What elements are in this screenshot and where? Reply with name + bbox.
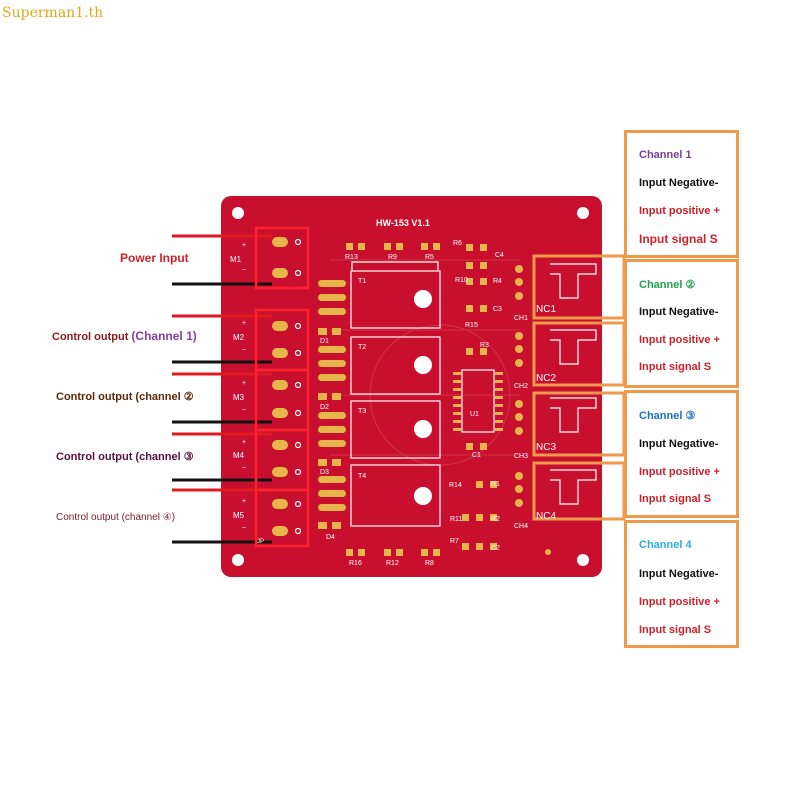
mounting-holes <box>232 207 589 566</box>
legend-ch1-positive: Input positive + <box>639 205 720 217</box>
label-nc2: NC2 <box>536 373 556 384</box>
label-m3: M3 <box>233 393 245 402</box>
label-d4: D4 <box>326 534 335 541</box>
label-nc3: NC3 <box>536 442 556 453</box>
legend-ch1-negative: Input Negative- <box>639 177 719 189</box>
legend-ch1-signal: Input signal S <box>639 232 718 246</box>
label-c1: C1 <box>472 452 481 459</box>
legend-box-channel-1: Channel 1 Input Negative- Input positive… <box>624 130 739 258</box>
label-d2: D2 <box>320 404 329 411</box>
label-r6: R6 <box>453 240 462 247</box>
label-nc4: NC4 <box>536 511 556 522</box>
legend-ch4-positive: Input positive + <box>639 596 720 608</box>
minus-m2: − <box>242 347 246 354</box>
label-m1: M1 <box>230 255 242 264</box>
label-r15: R15 <box>465 322 478 329</box>
label-t3: T3 <box>358 408 366 415</box>
label-d1: D1 <box>320 338 329 345</box>
label-r3: R3 <box>480 342 489 349</box>
label-power-input: Power Input <box>120 251 189 265</box>
minus-m3: − <box>242 407 246 414</box>
label-t4: T4 <box>358 473 366 480</box>
legend-ch2-positive: Input positive + <box>639 334 720 346</box>
optocoupler-outlines <box>550 263 597 505</box>
legend-ch3-signal: Input signal S <box>639 493 712 505</box>
legend-ch4-negative: Input Negative- <box>639 568 719 580</box>
label-r16: R16 <box>349 560 362 567</box>
smd-components <box>346 243 551 556</box>
label-control-output-ch2: Control output (channel ② <box>56 391 194 403</box>
channel-header-pins <box>515 265 523 507</box>
legend-ch3-positive: Input positive + <box>639 466 720 478</box>
label-r11: R11 <box>450 516 462 523</box>
label-r9: R9 <box>388 254 397 261</box>
label-m4: M4 <box>233 451 245 460</box>
label-nc1: NC1 <box>536 304 556 315</box>
jp-m5: JP <box>257 539 264 545</box>
plus-m2: + <box>242 320 246 327</box>
label-c2: C2 <box>491 545 500 552</box>
label-ch1: CH1 <box>514 315 528 322</box>
pcb-board <box>221 196 602 577</box>
watermark: Superman1.th <box>2 5 104 21</box>
legend-ch4-title: Channel 4 <box>639 539 692 551</box>
label-ch4: CH4 <box>514 523 528 530</box>
label-ch3: CH3 <box>514 453 528 460</box>
legend-ch2-title: Channel ② <box>639 279 696 291</box>
plus-m3: + <box>242 380 246 387</box>
label-c4: C4 <box>495 252 504 259</box>
label-r7: R7 <box>450 538 459 545</box>
label-control-output-ch1-prefix: Control output <box>52 331 132 343</box>
label-ch2: CH2 <box>514 383 528 390</box>
minus-m5: − <box>242 525 246 532</box>
label-r5: R5 <box>425 254 434 261</box>
board-title: HW-153 V1.1 <box>376 218 430 228</box>
label-control-output-ch1-suffix: (Channel 1) <box>131 329 197 343</box>
minus-m1: − <box>242 267 246 274</box>
legend-ch1-title: Channel 1 <box>639 149 692 161</box>
legend-ch3-title: Channel ③ <box>639 410 696 422</box>
plus-m5: + <box>242 498 246 505</box>
plus-m1: + <box>242 242 246 249</box>
legend-ch2-signal: Input signal S <box>639 361 712 373</box>
label-t2: T2 <box>358 344 366 351</box>
legend-box-channel-3: Channel ③ Input Negative- Input positive… <box>624 390 739 518</box>
label-r1: R1 <box>491 481 500 488</box>
legend-box-channel-4: Channel 4 Input Negative- Input positive… <box>624 520 739 648</box>
label-t1: T1 <box>358 278 366 285</box>
legend-ch3-negative: Input Negative- <box>639 438 719 450</box>
label-r2: R2 <box>491 516 500 523</box>
legend-box-channel-2: Channel ② Input Negative- Input positive… <box>624 259 739 388</box>
legend-ch2-negative: Input Negative- <box>639 306 719 318</box>
label-m5: M5 <box>233 511 245 520</box>
label-control-output-ch4: Control output (channel ④) <box>56 512 176 523</box>
label-r13: R13 <box>345 254 358 261</box>
label-m2: M2 <box>233 333 245 342</box>
label-u1: U1 <box>470 411 479 418</box>
mosfet-footprints <box>318 261 441 529</box>
label-control-output-ch3: Control output (channel ③ <box>56 451 194 463</box>
label-r14: R14 <box>449 482 462 489</box>
terminal-blocks <box>254 226 310 548</box>
label-r10: R10 <box>455 277 468 284</box>
label-c3: C3 <box>493 306 502 313</box>
label-d3: D3 <box>320 469 329 476</box>
label-r4: R4 <box>493 278 502 285</box>
minus-m4: − <box>242 465 246 472</box>
plus-m4: + <box>242 439 246 446</box>
legend-ch4-signal: Input signal S <box>639 624 712 636</box>
label-r12: R12 <box>386 560 399 567</box>
ic-u1 <box>453 369 503 433</box>
label-r8: R8 <box>425 560 434 567</box>
label-control-output-ch1: Control output (Channel 1) <box>52 329 197 343</box>
